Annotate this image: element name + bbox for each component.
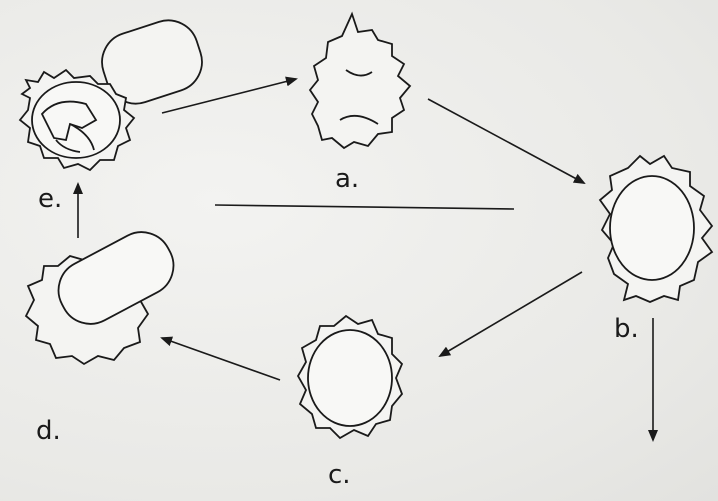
label-b: b. <box>614 316 639 342</box>
cell-b <box>600 156 712 302</box>
cell-a <box>310 14 410 148</box>
label-d: d. <box>36 418 61 444</box>
arrow-b-to-c <box>440 272 582 356</box>
cell-e <box>20 13 210 170</box>
cell-d <box>26 222 184 364</box>
label-e: e. <box>38 186 62 212</box>
label-c: c. <box>328 462 351 488</box>
cell-c <box>298 316 402 438</box>
arrow-c-to-d <box>162 338 280 380</box>
arrow-a-to-b <box>428 99 584 183</box>
label-a: a. <box>335 166 359 192</box>
line-e-to-b <box>215 205 514 209</box>
